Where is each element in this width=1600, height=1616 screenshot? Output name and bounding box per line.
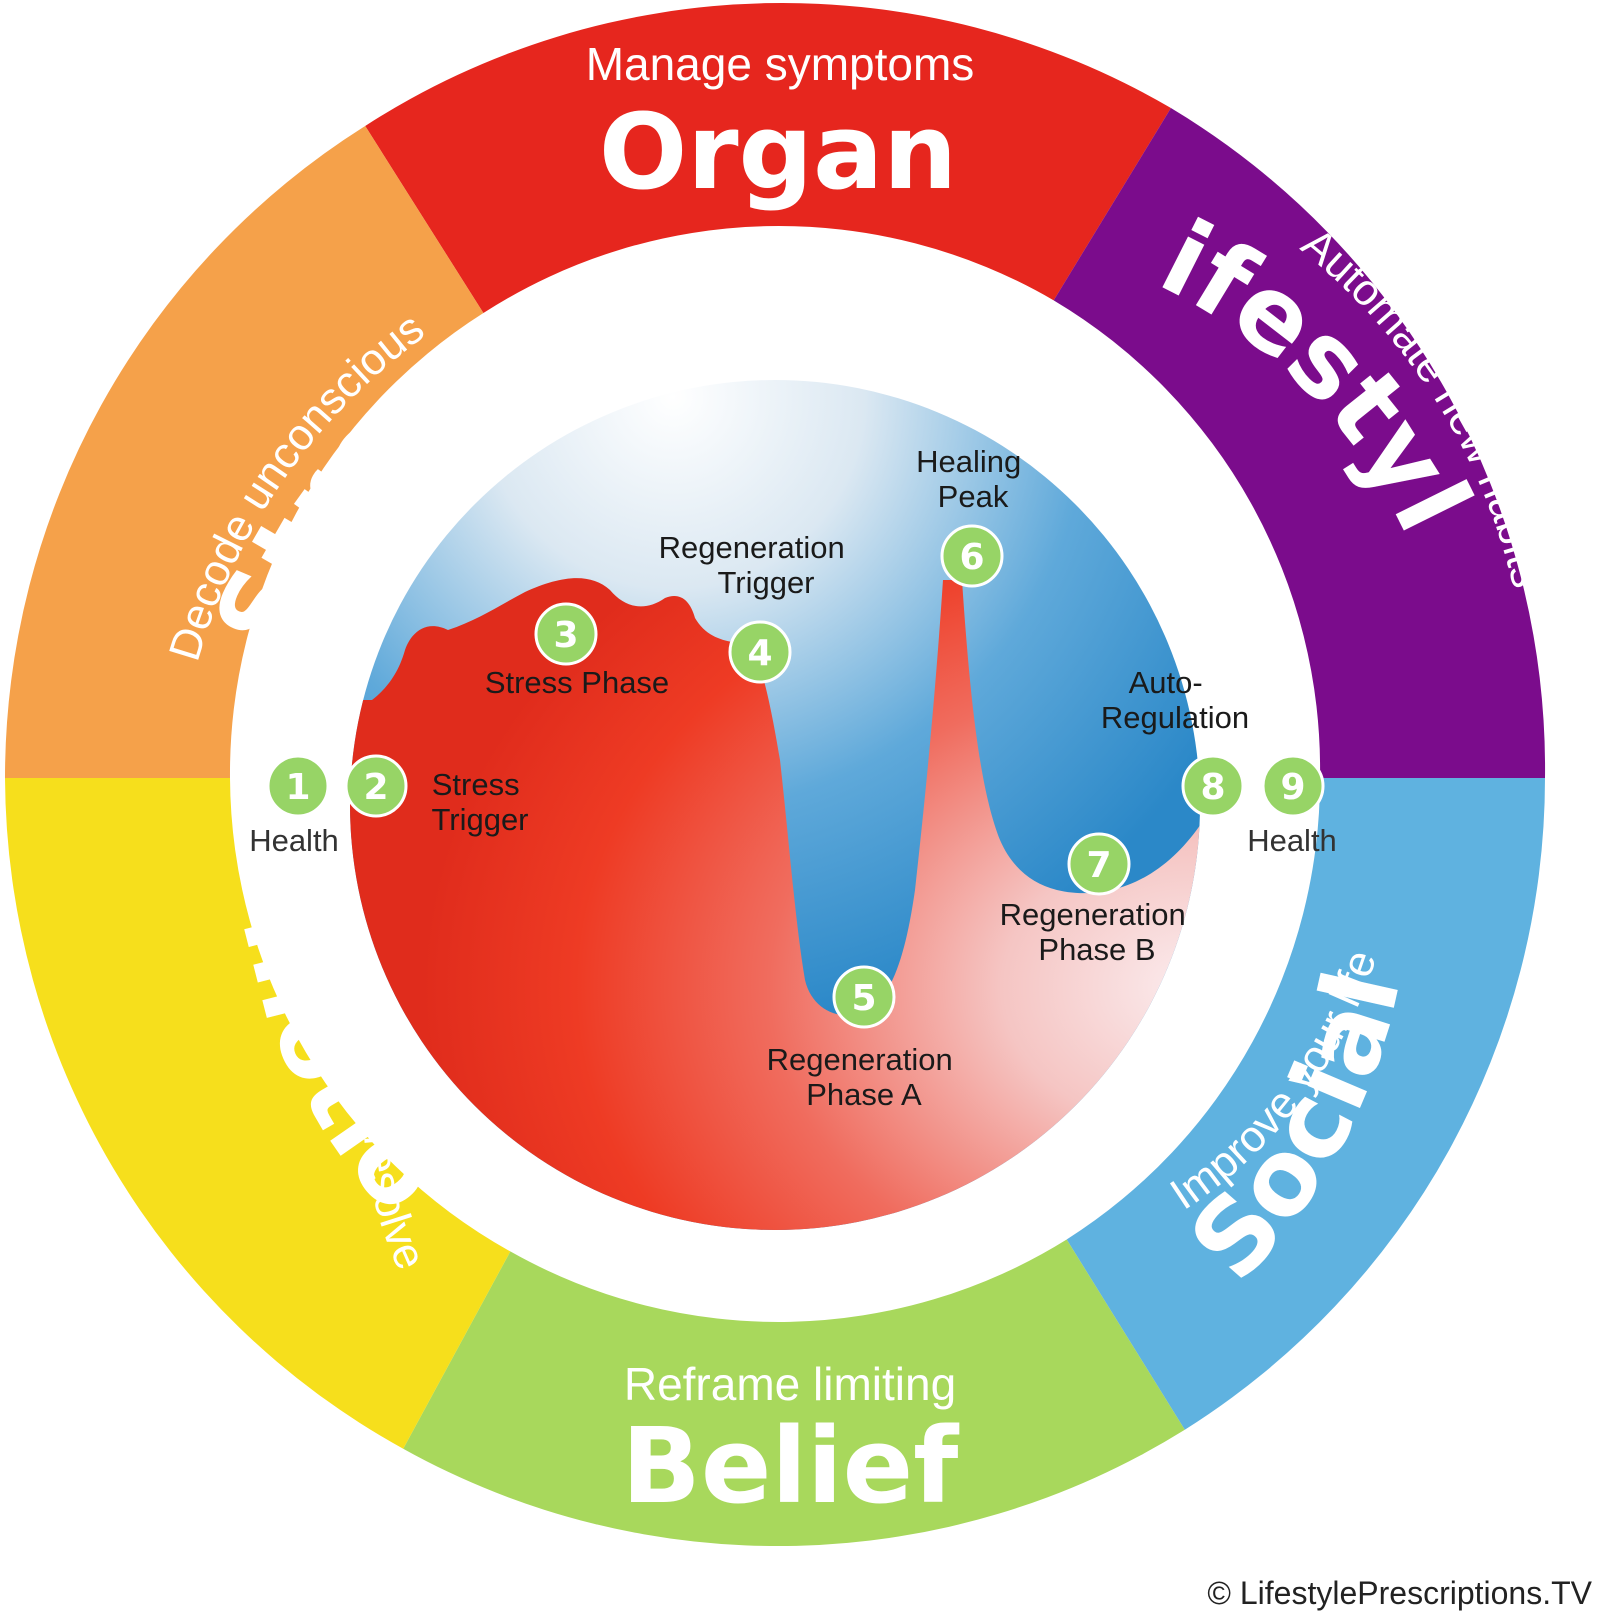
step-3-label: Stress Phase	[485, 665, 669, 700]
step-labels: Health Stress Trigger Stress Phase Regen…	[249, 444, 1337, 1112]
step-4-label: Regeneration Trigger	[659, 530, 854, 600]
healing-curve-sphere	[350, 380, 1200, 1230]
step-5-badge: 5	[832, 965, 896, 1029]
step-8-badge: 8	[1181, 754, 1245, 818]
lifestyle-segment	[1053, 108, 1546, 778]
svg-text:4: 4	[747, 633, 772, 674]
step-5-label: Regeneration Phase A	[767, 1042, 962, 1112]
organ-subtitle: Manage symptoms	[586, 38, 975, 90]
step-2-badge: 2	[344, 754, 408, 818]
step-7-badge: 7	[1067, 832, 1131, 896]
svg-text:2: 2	[363, 767, 388, 808]
copyright-credit: © LifestylePrescriptions.TV	[1207, 1575, 1592, 1611]
belief-title: Belief	[622, 1405, 961, 1527]
svg-text:8: 8	[1200, 767, 1225, 808]
emotion-segment	[5, 778, 511, 1449]
belief-subtitle: Reframe limiting	[624, 1358, 956, 1410]
social-segment	[1066, 778, 1545, 1430]
svg-text:3: 3	[553, 615, 578, 656]
step-3-badge: 3	[534, 602, 598, 666]
organ-title: Organ	[599, 91, 957, 213]
belief-segment	[403, 1239, 1185, 1547]
step-7-label: Regeneration Phase B	[1000, 897, 1195, 967]
svg-text:7: 7	[1086, 845, 1111, 886]
step-9-label: Health	[1247, 823, 1337, 858]
svg-text:9: 9	[1280, 767, 1305, 808]
outer-ring	[4, 2, 1546, 1547]
step-2-label: Stress Trigger	[431, 767, 528, 837]
step-9-badge: 9	[1261, 754, 1325, 818]
step-badges: 1 2 3 4 5 6 7 8 9	[266, 524, 1325, 1029]
svg-text:5: 5	[851, 978, 876, 1019]
stress-phase-area	[350, 578, 1200, 1230]
svg-text:6: 6	[959, 537, 984, 578]
step-6-badge: 6	[940, 524, 1004, 588]
step-8-label: Auto- Regulation	[1101, 665, 1249, 735]
svg-text:1: 1	[285, 767, 310, 808]
step-1-label: Health	[249, 823, 339, 858]
step-6-label: Healing Peak	[916, 444, 1030, 514]
organ-segment	[365, 2, 1171, 314]
step-4-badge: 4	[728, 620, 792, 684]
stress-segment	[4, 125, 484, 778]
step-1-badge: 1	[266, 754, 330, 818]
